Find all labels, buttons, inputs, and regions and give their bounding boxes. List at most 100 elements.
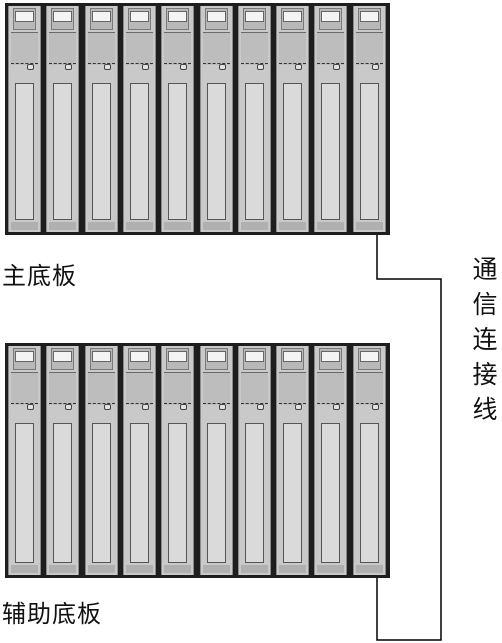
module-bottom-band [87, 565, 115, 573]
module-bottom-band [164, 565, 192, 573]
module-bottom-band [125, 565, 153, 573]
module-divider [240, 403, 268, 404]
aux-module-10 [352, 346, 386, 575]
module-status-window [53, 11, 73, 22]
module-front-panel [129, 423, 149, 563]
module-header-band [240, 32, 268, 65]
module-bottom-band [355, 565, 383, 573]
main-module-1 [8, 6, 41, 232]
module-latch [65, 404, 73, 410]
aux-baseplate-label: 辅助底板 [2, 600, 102, 628]
module-bottom-band [355, 222, 383, 230]
module-bottom-band [317, 565, 345, 573]
module-divider [279, 403, 307, 404]
module-front-panel [283, 423, 303, 563]
module-header-band [164, 32, 192, 65]
module-front-panel [321, 83, 341, 220]
module-status-window [91, 11, 111, 22]
module-divider [355, 63, 383, 64]
module-divider [11, 63, 38, 64]
module-latch [27, 64, 34, 70]
aux-baseplate-rack [5, 343, 390, 578]
module-bottom-band [317, 222, 345, 230]
module-front-panel [206, 83, 226, 220]
module-status-window [168, 11, 188, 22]
module-header-band [11, 372, 38, 405]
module-status-window [283, 351, 303, 362]
main-module-5 [161, 6, 195, 232]
module-front-panel [359, 83, 379, 220]
module-latch [27, 404, 34, 410]
module-divider [317, 403, 345, 404]
main-module-10 [352, 6, 386, 232]
module-latch [65, 64, 73, 70]
module-latch [256, 64, 264, 70]
module-header-band [317, 32, 345, 65]
module-latch [333, 404, 341, 410]
module-header-band [125, 32, 153, 65]
module-latch [103, 64, 111, 70]
module-divider [279, 63, 307, 64]
module-divider [202, 403, 230, 404]
aux-module-5 [161, 346, 195, 575]
module-status-window [321, 11, 341, 22]
module-status-window [321, 351, 341, 362]
module-header-band [202, 372, 230, 405]
aux-module-3 [84, 346, 118, 575]
module-divider [240, 63, 268, 64]
module-status-window [206, 351, 226, 362]
module-bottom-band [49, 222, 77, 230]
main-module-4 [122, 6, 156, 232]
module-latch [141, 404, 149, 410]
aux-module-6 [199, 346, 233, 575]
module-header-band [164, 372, 192, 405]
module-status-window [244, 11, 264, 22]
main-baseplate-rack [5, 3, 390, 235]
module-divider [11, 403, 38, 404]
module-front-panel [244, 423, 264, 563]
module-front-panel [321, 423, 341, 563]
communication-cable-label: 通信连接线 [472, 255, 498, 424]
main-module-9 [314, 6, 348, 232]
aux-module-4 [122, 346, 156, 575]
module-front-panel [91, 83, 111, 220]
module-header-band [279, 32, 307, 65]
module-front-panel [283, 83, 303, 220]
module-divider [355, 403, 383, 404]
module-latch [218, 404, 226, 410]
module-status-window [53, 351, 73, 362]
main-module-6 [199, 6, 233, 232]
main-baseplate-label: 主底板 [2, 262, 77, 290]
aux-module-2 [46, 346, 80, 575]
module-divider [49, 63, 77, 64]
module-front-panel [359, 423, 379, 563]
module-latch [371, 64, 379, 70]
module-header-band [11, 32, 38, 65]
module-header-band [240, 372, 268, 405]
module-front-panel [206, 423, 226, 563]
module-front-panel [244, 83, 264, 220]
module-bottom-band [202, 565, 230, 573]
module-bottom-band [11, 565, 38, 573]
main-module-3 [84, 6, 118, 232]
module-header-band [125, 372, 153, 405]
module-latch [141, 64, 149, 70]
aux-module-9 [314, 346, 348, 575]
module-latch [295, 404, 303, 410]
module-divider [125, 63, 153, 64]
module-status-window [15, 351, 34, 362]
module-header-band [87, 372, 115, 405]
module-front-panel [168, 423, 188, 563]
module-divider [87, 63, 115, 64]
module-status-window [359, 351, 379, 362]
module-divider [87, 403, 115, 404]
main-module-8 [276, 6, 310, 232]
module-divider [125, 403, 153, 404]
module-latch [333, 64, 341, 70]
module-front-panel [15, 423, 34, 563]
module-divider [164, 63, 192, 64]
module-latch [295, 64, 303, 70]
module-front-panel [15, 83, 34, 220]
module-header-band [202, 32, 230, 65]
module-status-window [244, 351, 264, 362]
